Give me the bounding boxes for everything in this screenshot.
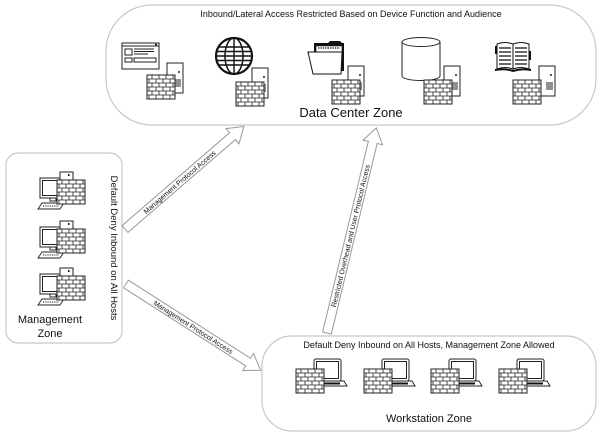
workstation-host-1	[295, 358, 348, 394]
arrow-shape	[121, 125, 245, 234]
workstation-zone-title: Workstation Zone	[386, 413, 472, 425]
management-zone: Management Zone Default Deny Inbound on …	[5, 152, 123, 344]
data-center-zone-title: Data Center Zone	[299, 105, 402, 120]
flow-arrow-management-to-workstation: Management Protocol Access	[122, 279, 262, 372]
management-zone-policy: Default Deny Inbound on All Hosts	[108, 176, 119, 321]
folder-icon	[307, 41, 344, 75]
flow-label: Management Protocol Access	[152, 300, 234, 356]
workstation-zone-policy: Default Deny Inbound on All Hosts, Manag…	[303, 340, 554, 350]
web-app-server	[121, 42, 184, 100]
data-center-zone-border	[105, 4, 597, 126]
management-zone-title-line2: Zone	[37, 328, 62, 340]
web-server	[214, 36, 269, 107]
workstation-host-4	[498, 358, 551, 394]
file-server	[307, 41, 365, 105]
workstation-zone: Default Deny Inbound on All Hosts, Manag…	[261, 335, 597, 432]
database-server	[401, 37, 461, 105]
library-server	[495, 42, 556, 105]
arrow-shape	[122, 279, 262, 372]
flow-arrow-workstation-to-datacenter: Restricted Overhead and User Protocol Ac…	[322, 126, 384, 335]
database-icon	[401, 37, 441, 81]
workstation-host-2	[363, 358, 416, 394]
management-zone-title-line1: Management	[18, 314, 82, 326]
web-app-icon	[121, 42, 160, 70]
management-host-2	[37, 220, 86, 259]
data-center-zone-policy: Inbound/Lateral Access Restricted Based …	[200, 9, 501, 19]
flow-label: Restricted Overhead and User Protocol Ac…	[331, 164, 372, 308]
flow-arrow-management-to-datacenter: Management Protocol Access	[121, 125, 245, 234]
flow-label: Management Protocol Access	[143, 150, 218, 216]
workstation-zone-border	[261, 335, 597, 432]
data-center-zone: Inbound/Lateral Access Restricted Based …	[105, 4, 597, 126]
arrow-shape	[322, 126, 384, 335]
book-icon	[495, 42, 531, 72]
globe-icon	[214, 36, 254, 76]
management-host-3	[37, 267, 86, 306]
workstation-host-3	[430, 358, 483, 394]
management-host-1	[37, 171, 86, 210]
